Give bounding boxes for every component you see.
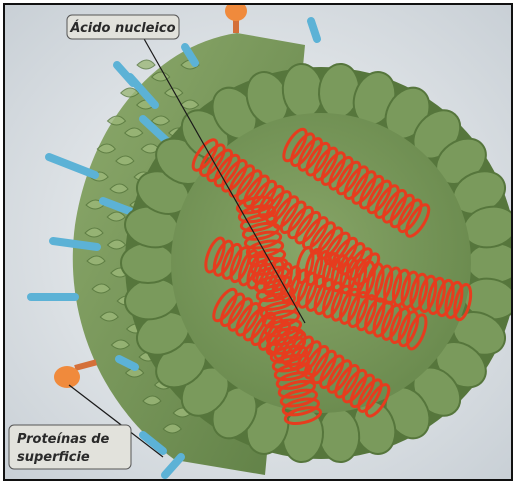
capsomere — [467, 243, 511, 283]
diagram-frame: Ácido nucleico Proteínas de superficie — [3, 3, 513, 481]
label-surface-proteins-line1: Proteínas de — [17, 432, 110, 447]
label-nucleic-acid-text: Ácido nucleico — [69, 20, 175, 36]
label-surface-proteins-line2: superficie — [17, 450, 90, 465]
virus-diagram: Ácido nucleico Proteínas de superficie — [5, 5, 511, 479]
capsomere — [121, 243, 175, 283]
surface-protein-spike — [311, 21, 317, 39]
